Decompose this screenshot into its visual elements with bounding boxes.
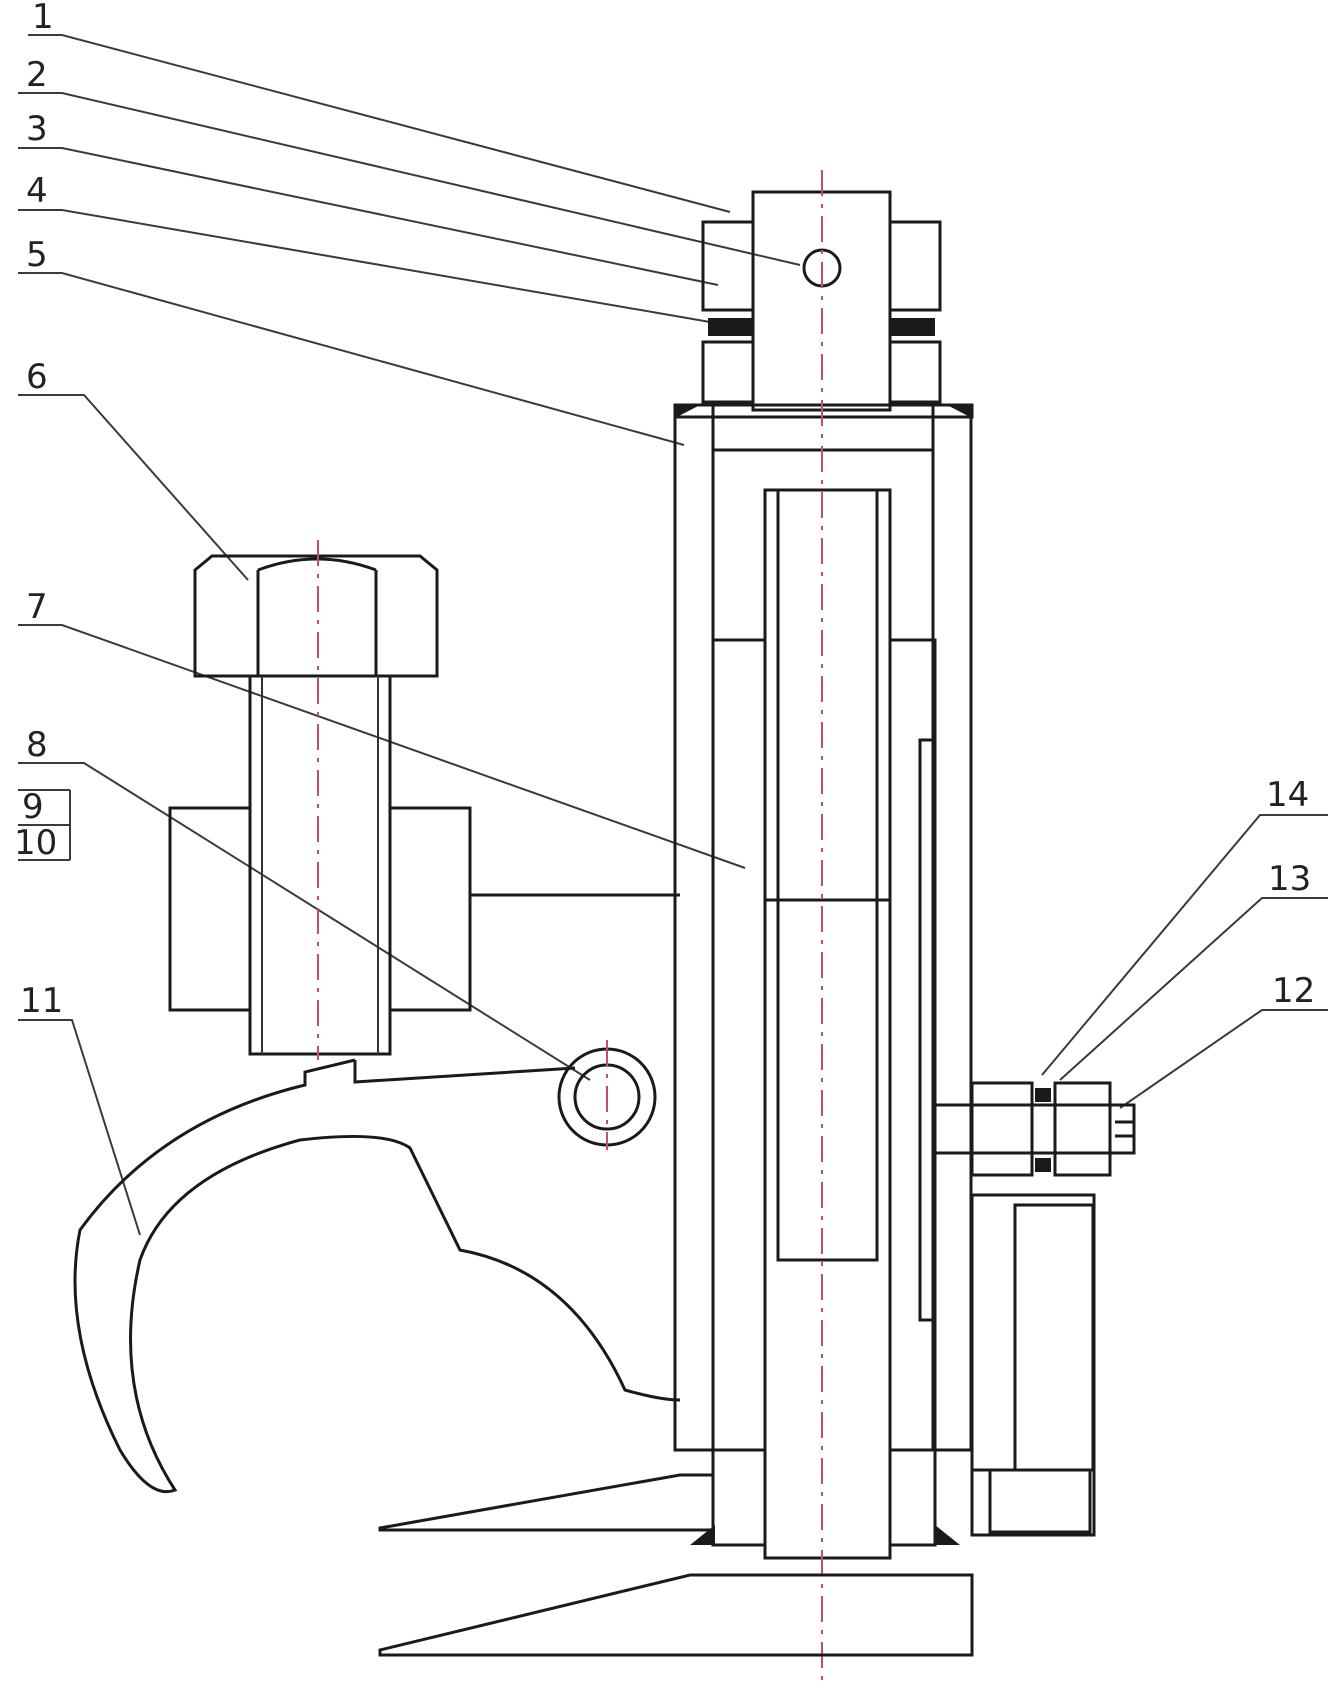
side-adjuster [932, 1081, 1136, 1177]
inner-shaft-upper [776, 488, 879, 1262]
outer-tube-right [931, 403, 973, 1452]
bracket-lower-hatch [988, 1468, 1092, 1534]
outer-tube-left [673, 403, 715, 1452]
base-plate [378, 1573, 974, 1657]
side-slot [918, 738, 936, 1322]
clamp-block-left [168, 806, 252, 1012]
washer-right [890, 318, 935, 336]
leader-lines [18, 34, 1328, 1236]
washer-left [708, 318, 753, 336]
bolt-shank [248, 674, 392, 1056]
lower-nut-left [701, 340, 755, 404]
callout-5: 5 [26, 235, 48, 275]
callout-6: 6 [26, 357, 48, 397]
top-nut-right [888, 220, 942, 312]
base [378, 1473, 974, 1657]
inner-sleeve-left [711, 638, 767, 1452]
bottom-tube-left [711, 1448, 767, 1547]
callout-4: 4 [26, 171, 48, 211]
callout-12: 12 [1272, 971, 1315, 1011]
callout-7: 7 [26, 587, 48, 627]
adjuster-screw [932, 1103, 1136, 1155]
main-column [673, 170, 974, 1685]
lower-nut-right [888, 340, 942, 404]
callout-9: 9 [22, 787, 44, 827]
callout-10: 10 [14, 823, 57, 863]
adjuster-nut-14 [1053, 1081, 1112, 1177]
callout-labels: 1 2 3 4 5 6 7 8 9 10 11 12 13 14 [14, 0, 1315, 1021]
right-bracket [970, 1193, 1096, 1537]
hex-bolt-assembly [168, 540, 680, 1060]
upper-wedge [378, 1473, 715, 1532]
hook-lever [73, 1040, 681, 1493]
bottom-tube-right [888, 1448, 937, 1547]
clamp-block-right [388, 806, 472, 1012]
bracket-upper-hatch [1013, 1203, 1095, 1472]
callout-11: 11 [20, 981, 63, 1021]
hook-outline [73, 1058, 681, 1493]
callout-3: 3 [26, 109, 48, 149]
callout-1: 1 [32, 0, 54, 37]
inner-sleeve-right [888, 638, 937, 1452]
top-nut-left [701, 220, 755, 312]
inner-shaft [763, 488, 892, 1560]
bolt-hex-head [193, 554, 439, 678]
callout-2: 2 [26, 55, 48, 95]
adjuster-nut-13 [970, 1081, 1034, 1177]
callout-13: 13 [1268, 859, 1311, 899]
callout-8: 8 [26, 725, 48, 765]
callout-14: 14 [1266, 775, 1309, 815]
